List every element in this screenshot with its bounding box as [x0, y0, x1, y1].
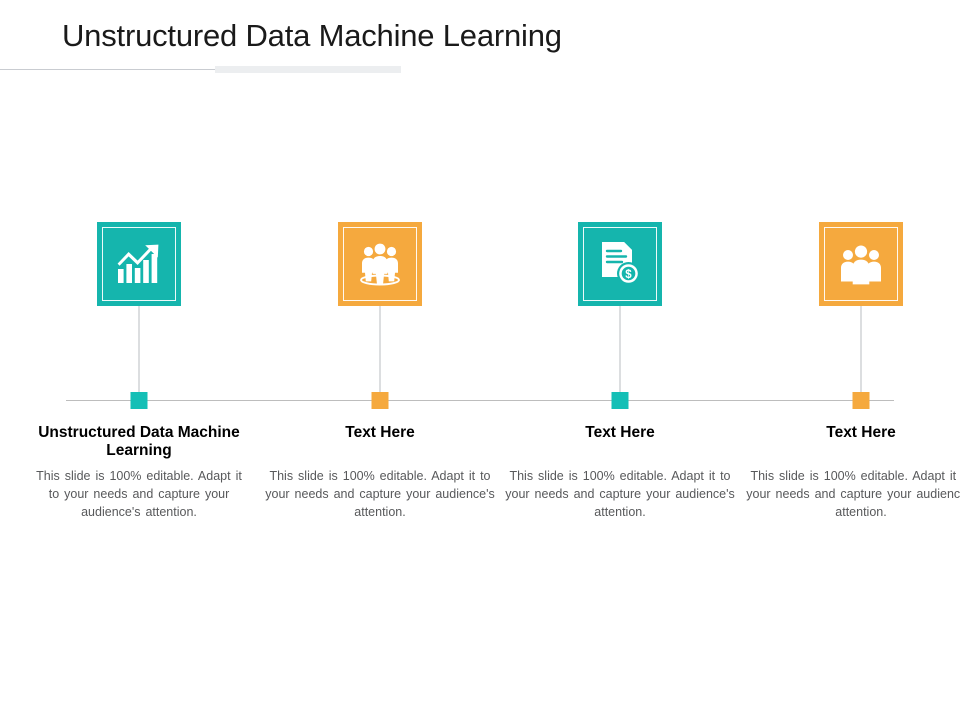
connector-line-3: [619, 306, 621, 393]
title-divider-accent-bar: [215, 66, 401, 73]
page-title: Unstructured Data Machine Learning: [62, 18, 562, 53]
item-heading-4: Text Here: [826, 424, 896, 441]
invoice-dollar-document-icon: $: [602, 242, 640, 285]
timeline-marker-4[interactable]: [852, 392, 870, 409]
item-heading-2: Text Here: [345, 424, 415, 441]
item-heading-1: Unstructured Data Machine Learning: [38, 424, 240, 460]
connector-line-2: [379, 306, 381, 393]
growth-bar-chart-arrow-icon: [117, 244, 159, 283]
timeline-marker-3[interactable]: [611, 392, 629, 409]
item-body-3: This slide is 100% editable. Adapt it to…: [505, 469, 735, 519]
people-on-platform-icon: [360, 243, 400, 286]
icon-box-1[interactable]: [97, 222, 181, 306]
connector-line-1: [138, 306, 140, 393]
timeline-marker-2[interactable]: [371, 392, 389, 409]
icon-box-3[interactable]: $: [578, 222, 662, 306]
timeline-baseline: [66, 400, 894, 401]
icon-box-4[interactable]: [819, 222, 903, 306]
title-block: Unstructured Data Machine Learning: [0, 18, 960, 78]
item-body-4: This slide is 100% editable. Adapt it to…: [746, 469, 960, 519]
item-body-2: This slide is 100% editable. Adapt it to…: [265, 469, 495, 519]
people-group-icon: [841, 245, 881, 285]
connector-line-4: [860, 306, 862, 393]
timeline-marker-1[interactable]: [130, 392, 148, 409]
title-divider-line: [0, 69, 340, 70]
svg-text:$: $: [625, 269, 632, 281]
item-body-1: This slide is 100% editable. Adapt it to…: [36, 469, 242, 519]
icon-box-2[interactable]: [338, 222, 422, 306]
item-heading-3: Text Here: [585, 424, 655, 441]
